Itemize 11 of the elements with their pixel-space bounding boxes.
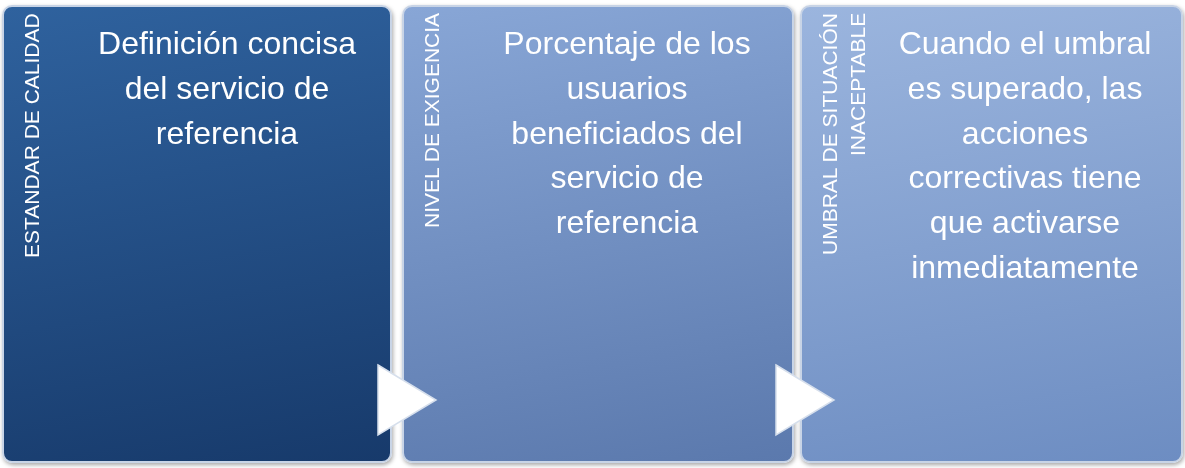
description-text: Porcentaje de los usuarios beneficiados del servicio de referencia — [502, 24, 752, 243]
process-panel — [2, 5, 392, 463]
vertical-heading: ESTANDAR DE CALIDAD — [19, 13, 44, 260]
description-text: Cuando el umbral es superado, las acciones correctivas tiene que activarse inmediatamente — [897, 24, 1153, 287]
vertical-heading: NIVEL DE EXIGENCIA — [419, 13, 444, 231]
process-panel — [800, 5, 1183, 463]
chevron-arrow — [775, 364, 835, 436]
description-text: Definición concisa del servicio de referencia — [97, 24, 357, 153]
chevron-arrow — [377, 364, 437, 436]
vertical-heading: UMBRAL DE SITUACIÓN INACEPTABLE — [817, 13, 871, 257]
process-panel — [402, 5, 794, 463]
